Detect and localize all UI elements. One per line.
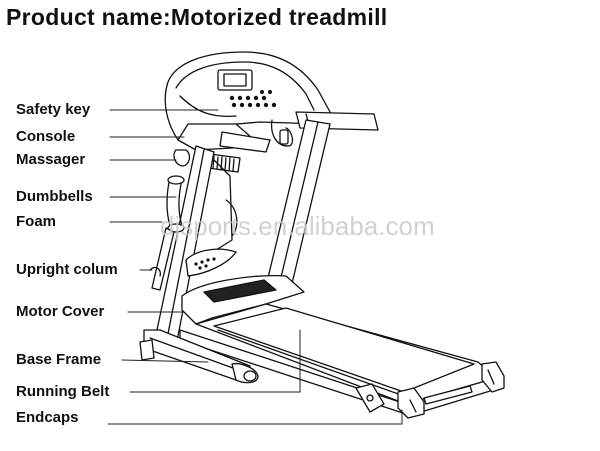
watermark: djsports.en.alibaba.com	[160, 211, 435, 241]
massager-vent	[207, 153, 241, 173]
label-motor-cover: Motor Cover	[16, 303, 105, 320]
label-base-frame: Base Frame	[16, 351, 102, 368]
label-running-belt: Running Belt	[16, 383, 110, 400]
running-belt	[213, 307, 475, 393]
page-title: Product name:Motorized treadmill	[6, 4, 388, 30]
label-console: Console	[16, 128, 76, 145]
label-dumbbells: Dumbbells	[16, 188, 93, 205]
label-safety-key: Safety key	[16, 101, 91, 118]
label-endcaps: Endcaps	[16, 409, 79, 426]
massager-knob	[173, 149, 191, 167]
console-keypad	[229, 90, 277, 108]
leader-lines	[107, 109, 403, 425]
label-upright-column: Upright colum	[16, 261, 118, 278]
endcap-right	[481, 361, 505, 393]
label-foam: Foam	[16, 213, 57, 230]
safety-key-cable	[270, 119, 294, 147]
label-massager: Massager	[16, 151, 86, 168]
console-display	[217, 69, 253, 91]
